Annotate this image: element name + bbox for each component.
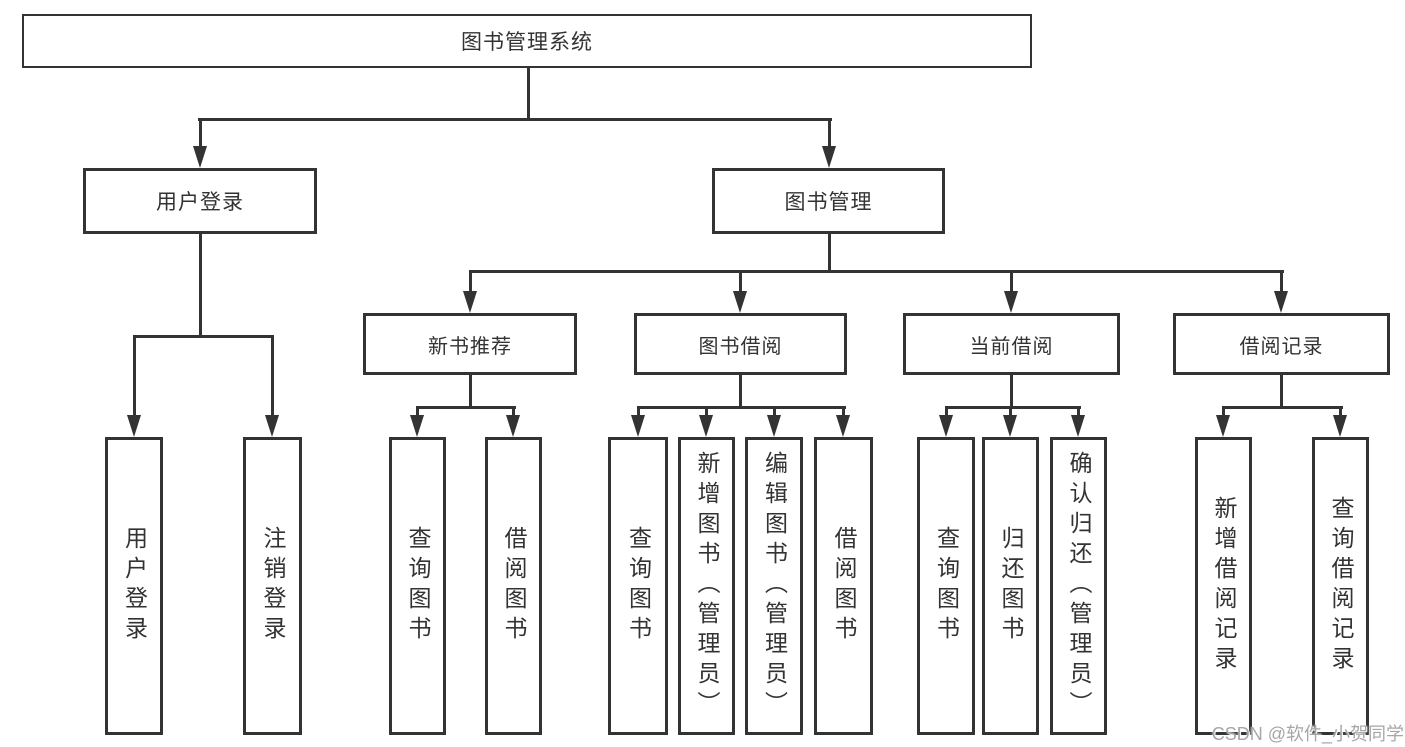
leaf-confirm-return-admin: 确认归还（管理员）	[1050, 437, 1107, 735]
node-current-borrowing: 当前借阅	[903, 313, 1120, 375]
node-borrowing-records: 借阅记录	[1173, 313, 1390, 375]
connector-line	[739, 375, 742, 409]
node-label: 当前借阅	[969, 335, 1054, 358]
leaf-label: 查询图书	[625, 526, 652, 646]
leaf-label: 新增借阅记录	[1211, 496, 1237, 676]
connector-line	[1339, 406, 1342, 418]
connector-line	[637, 406, 640, 418]
connector-line	[527, 68, 530, 121]
leaf-label: 查询图书	[405, 526, 431, 646]
connector-line	[133, 335, 274, 338]
node-label: 图书借阅	[698, 335, 783, 358]
connector-line	[416, 406, 419, 418]
connector-line	[469, 375, 472, 409]
leaf-query-books-recommend: 查询图书	[389, 437, 446, 735]
node-label: 用户登录	[156, 191, 244, 214]
leaf-logout: 注销登录	[243, 437, 302, 735]
connector-line	[133, 335, 136, 417]
leaf-edit-books-admin: 编辑图书（管理员）	[745, 437, 803, 735]
connector-line	[945, 406, 1081, 409]
connector-line	[1222, 406, 1343, 409]
node-book-management: 图书管理	[712, 168, 945, 234]
arrowhead-down-icon	[733, 291, 747, 313]
leaf-label: 新增图书（管理员）	[694, 451, 720, 721]
node-user-login: 用户登录	[83, 168, 317, 234]
connector-line	[469, 270, 1284, 273]
node-root-library-management-system: 图书管理系统	[22, 14, 1032, 68]
arrowhead-down-icon	[463, 291, 477, 313]
leaf-label: 用户登录	[121, 526, 148, 646]
connector-line	[1222, 406, 1225, 418]
connector-line	[842, 406, 845, 418]
connector-line	[1077, 406, 1080, 418]
csdn-watermark: CSDN @软件_小贺同学	[1211, 724, 1404, 744]
connector-line	[828, 234, 831, 273]
leaf-label: 确认归还（管理员）	[1066, 451, 1092, 721]
connector-line	[1010, 270, 1013, 293]
node-book-borrowing: 图书借阅	[634, 313, 847, 375]
leaf-label: 查询图书	[933, 526, 960, 646]
connector-line	[828, 118, 831, 148]
leaf-label: 编辑图书（管理员）	[761, 451, 788, 721]
connector-line	[1009, 406, 1012, 418]
arrowhead-down-icon	[631, 415, 645, 437]
arrowhead-down-icon	[1003, 415, 1017, 437]
leaf-label: 归还图书	[998, 526, 1024, 646]
connector-line	[469, 270, 472, 293]
arrowhead-down-icon	[127, 415, 141, 437]
connector-line	[1280, 270, 1283, 293]
leaf-add-borrow-record: 新增借阅记录	[1195, 437, 1252, 735]
node-label: 新书推荐	[428, 335, 512, 358]
leaf-user-login: 用户登录	[105, 437, 163, 735]
connector-line	[773, 406, 776, 418]
leaf-label: 借阅图书	[831, 526, 857, 646]
arrowhead-down-icon	[1071, 415, 1085, 437]
connector-line	[271, 335, 274, 417]
node-label: 图书管理系统	[461, 31, 593, 54]
node-label: 图书管理	[784, 191, 873, 214]
node-label: 借阅记录	[1239, 335, 1324, 358]
leaf-add-books-admin: 新增图书（管理员）	[678, 437, 735, 735]
node-new-book-recommendation: 新书推荐	[363, 313, 577, 375]
arrowhead-down-icon	[1216, 415, 1230, 437]
leaf-label: 查询借阅记录	[1328, 496, 1354, 676]
arrowhead-down-icon	[1333, 415, 1347, 437]
arrowhead-down-icon	[410, 415, 424, 437]
connector-line	[1010, 375, 1013, 409]
arrowhead-down-icon	[506, 415, 520, 437]
arrowhead-down-icon	[265, 415, 279, 437]
leaf-label: 注销登录	[260, 526, 286, 646]
connector-line	[1280, 375, 1283, 409]
connector-line	[198, 118, 832, 121]
arrowhead-down-icon	[699, 415, 713, 437]
leaf-query-borrow-record: 查询借阅记录	[1312, 437, 1369, 735]
leaf-return-books: 归还图书	[982, 437, 1039, 735]
leaf-label: 借阅图书	[501, 526, 527, 646]
connector-line	[637, 406, 846, 409]
connector-line	[416, 406, 516, 409]
connector-line	[739, 270, 742, 293]
arrowhead-down-icon	[1274, 291, 1288, 313]
connector-line	[199, 234, 202, 338]
leaf-borrow-books: 借阅图书	[814, 437, 873, 735]
arrowhead-down-icon	[822, 146, 836, 168]
connector-line	[512, 406, 515, 418]
arrowhead-down-icon	[193, 146, 207, 168]
connector-line	[945, 406, 948, 418]
leaf-query-books-current: 查询图书	[917, 437, 975, 735]
leaf-borrow-books-recommend: 借阅图书	[485, 437, 542, 735]
arrowhead-down-icon	[1004, 291, 1018, 313]
connector-line	[199, 118, 202, 148]
leaf-query-books-borrow: 查询图书	[608, 437, 668, 735]
arrowhead-down-icon	[836, 415, 850, 437]
connector-line	[705, 406, 708, 418]
arrowhead-down-icon	[939, 415, 953, 437]
arrowhead-down-icon	[767, 415, 781, 437]
